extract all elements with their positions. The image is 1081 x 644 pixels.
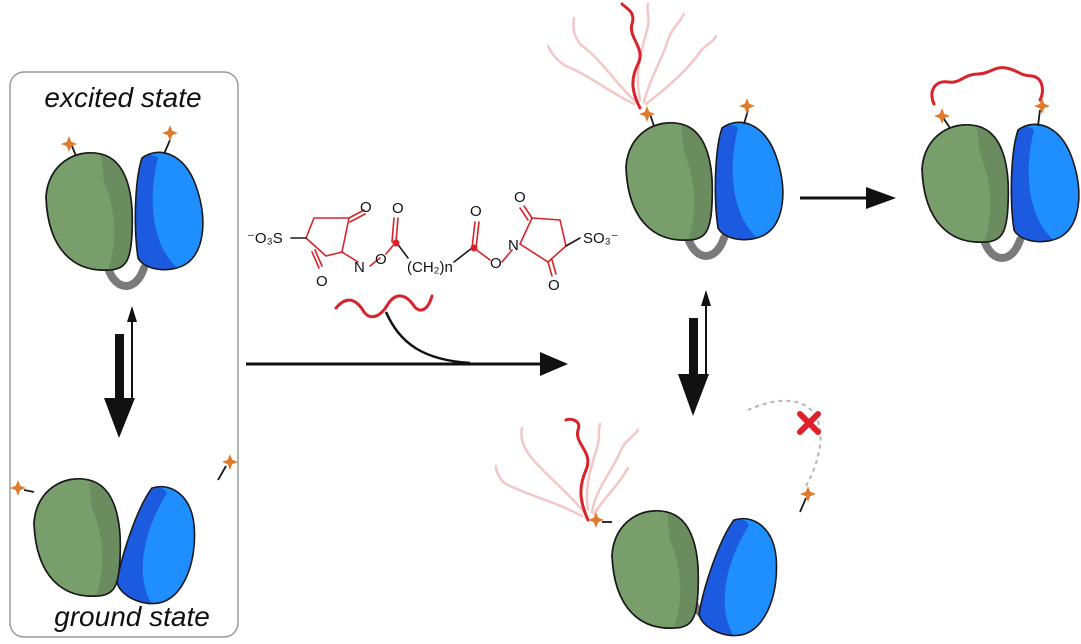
oxygen-label: O bbox=[360, 199, 372, 216]
label-star bbox=[739, 98, 755, 114]
oxygen-label: O bbox=[548, 277, 560, 294]
label-star bbox=[162, 125, 178, 141]
oxygen-label: O bbox=[490, 255, 502, 272]
label-star bbox=[10, 480, 26, 496]
oxygen-label: O bbox=[470, 203, 482, 220]
label-star bbox=[800, 486, 816, 502]
excited-state-label: excited state bbox=[44, 82, 201, 113]
protein-crosslinked bbox=[921, 109, 1080, 262]
sulfonate-left: ⁻O₃S bbox=[247, 230, 283, 247]
protein-ground-panel bbox=[23, 465, 227, 615]
equilibrium-arrows-right bbox=[678, 290, 711, 416]
protein-labeled-open bbox=[602, 497, 807, 644]
hinge-linker bbox=[104, 264, 148, 290]
carbonyl-dot-right bbox=[470, 244, 478, 252]
label-star bbox=[934, 108, 950, 124]
faded-crosslinker-conformations bbox=[494, 422, 640, 518]
oxygen-label: O bbox=[375, 251, 387, 268]
crosslinker-chain bbox=[620, 2, 642, 110]
nitrogen-label: N bbox=[354, 259, 365, 276]
nitrogen-label: N bbox=[508, 237, 519, 254]
crosslink-bridge bbox=[930, 66, 1044, 106]
crosslinker-chain bbox=[564, 417, 590, 522]
oxygen-label: O bbox=[392, 200, 404, 217]
label-star bbox=[61, 136, 77, 152]
blocked-x-icon bbox=[797, 411, 821, 435]
ground-state-label: ground state bbox=[54, 601, 210, 632]
equilibrium-arrows bbox=[104, 306, 137, 438]
sulfonate-right: SO₃⁻ bbox=[583, 230, 619, 247]
carbonyl-dot-left bbox=[392, 239, 400, 247]
label-star bbox=[588, 512, 604, 528]
label-star bbox=[1034, 98, 1050, 114]
oxygen-label: O bbox=[316, 273, 328, 290]
faded-crosslinker-conformations bbox=[546, 2, 718, 106]
protein-labeled-closed bbox=[625, 109, 784, 260]
state-panel bbox=[9, 71, 239, 638]
merge-arrow bbox=[384, 311, 471, 365]
oxygen-label: O bbox=[514, 189, 526, 206]
crosslinker-squiggle bbox=[334, 294, 434, 319]
spacer-label: (CH₂)n bbox=[407, 259, 453, 276]
failed-crosslink-path bbox=[747, 399, 822, 487]
protein-excited-panel bbox=[45, 139, 204, 290]
